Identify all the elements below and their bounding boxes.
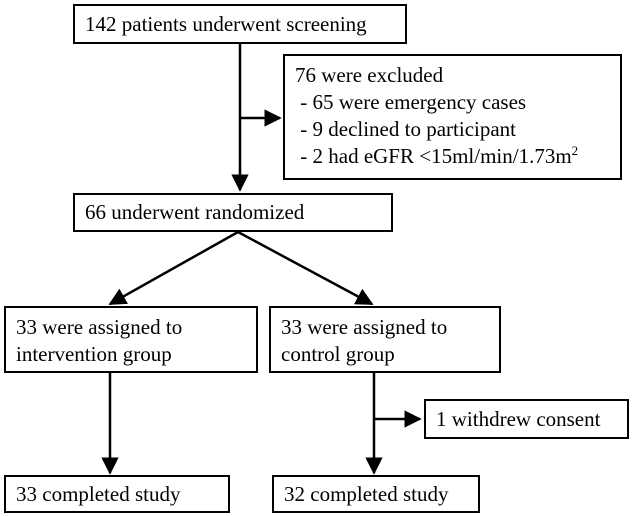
excluded-reason-1: - 65 were emergency cases [295,90,527,114]
arrow-randomized-to-intervention [108,230,239,306]
control-box: 33 were assigned to control group [269,306,501,373]
completed-control-text: 32 completed study [284,481,449,506]
intervention-line-2: intervention group [16,342,172,366]
randomized-text: 66 underwent randomized [85,200,305,224]
completed-intervention-box: 33 completed study [4,475,230,513]
control-line-1: 33 were assigned to [281,315,448,339]
completed-control-box: 32 completed study [272,475,480,513]
completed-intervention-text: 33 completed study [16,481,181,506]
excluded-reason-2: - 9 declined to participant [295,117,517,141]
excluded-title: 76 were excluded [295,63,444,87]
excluded-reason-3: - 2 had eGFR <15ml/min/1.73m [295,144,572,168]
screening-text: 142 patients underwent screening [85,11,367,36]
control-line-2: control group [281,342,395,366]
intervention-box: 33 were assigned to intervention group [4,306,258,373]
randomized-box: 66 underwent randomized [73,193,393,232]
excluded-reason-3-row: - 2 had eGFR <15ml/min/1.73m2 [295,143,610,170]
excluded-reason-3-superscript: 2 [571,143,579,158]
excluded-box: 76 were excluded - 65 were emergency cas… [283,54,622,180]
intervention-line-1: 33 were assigned to [16,315,183,339]
arrow-randomized-to-control [237,230,374,306]
screening-box: 142 patients underwent screening [73,4,407,44]
withdrew-box: 1 withdrew consent [424,399,629,439]
withdrew-text: 1 withdrew consent [436,406,601,431]
